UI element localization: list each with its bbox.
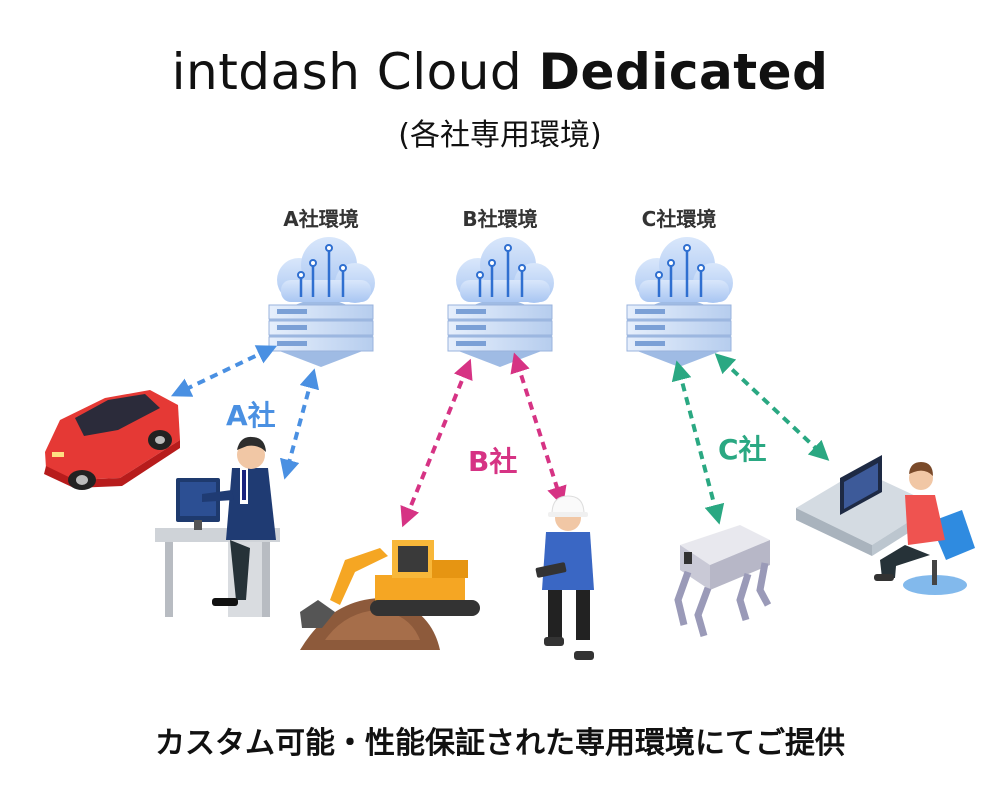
excavator-icon bbox=[300, 540, 480, 650]
arrow-c-robot bbox=[671, 360, 725, 525]
footer-caption: カスタム可能・性能保証された専用環境にてご提供 bbox=[155, 726, 845, 761]
title-main: intdash Cloud bbox=[171, 43, 523, 101]
office-worker-icon bbox=[155, 436, 280, 617]
diagram-title: intdash Cloud Dedicated bbox=[0, 42, 1000, 102]
title-emphasis: Dedicated bbox=[538, 43, 829, 101]
diagram-subtitle: (各社専用環境) bbox=[398, 118, 602, 153]
arrow-a-office bbox=[279, 368, 320, 480]
desk-worker-icon bbox=[796, 455, 975, 595]
cloud-server-icon-c bbox=[626, 237, 733, 367]
company-label-c: C社 bbox=[718, 433, 767, 466]
env-label-c: C社環境 bbox=[641, 207, 717, 231]
cloud-server-icon-b bbox=[447, 237, 554, 367]
robot-dog-icon bbox=[674, 525, 772, 637]
car-icon bbox=[44, 390, 180, 490]
company-label-a: A社 bbox=[226, 399, 276, 432]
env-label-b: B社環境 bbox=[462, 207, 538, 231]
cloud-server-icon-a bbox=[268, 237, 375, 367]
env-label-a: A社環境 bbox=[283, 207, 359, 231]
construction-worker-icon bbox=[535, 495, 594, 660]
arrow-b-excavator bbox=[400, 358, 473, 528]
arrow-b-worker bbox=[510, 352, 567, 507]
arrow-c-desk bbox=[714, 353, 830, 461]
arrow-a-car bbox=[170, 345, 278, 397]
company-label-b: B社 bbox=[468, 445, 518, 478]
